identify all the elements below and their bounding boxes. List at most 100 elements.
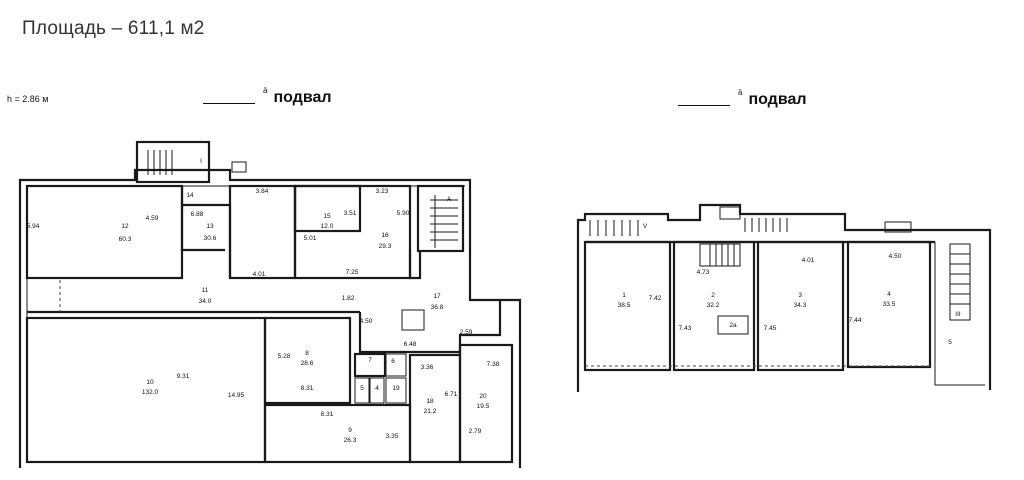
small-label: I xyxy=(200,158,202,165)
room-8-wall xyxy=(263,316,352,405)
small-label: 5 xyxy=(948,339,952,346)
stair-iii-steps xyxy=(950,253,970,305)
room-area: 19.5 xyxy=(477,403,490,410)
room-area: 33.5 xyxy=(883,301,896,308)
room-number: 4 xyxy=(887,291,891,298)
stair-a-steps xyxy=(430,195,458,248)
dimension: 6.71 xyxy=(445,391,458,398)
title-underline xyxy=(203,103,255,104)
room-area: 32.2 xyxy=(707,302,720,309)
small-label: 14 xyxy=(186,192,194,199)
room-14-wall xyxy=(180,186,225,252)
dimension: 7.38 xyxy=(487,361,500,368)
room-13-box xyxy=(228,184,297,280)
dimension: 7.42 xyxy=(649,295,662,302)
plan-mark: ä xyxy=(738,88,743,97)
small-label: 7 xyxy=(368,357,372,364)
small-label: 6 xyxy=(391,358,395,365)
dimension: 4.73 xyxy=(697,269,710,276)
top-stair-steps xyxy=(744,218,788,232)
room-area: 34.0 xyxy=(199,298,212,305)
stair-2-steps xyxy=(709,244,735,266)
left-room-labels: 12 60.3 13 30.6 15 12.0 16 29.3 11 34.0 … xyxy=(27,158,500,444)
dimension: 4.50 xyxy=(360,318,373,325)
room-area: 21.2 xyxy=(424,408,437,415)
ceiling-height-note: h = 2.86 м xyxy=(7,94,49,104)
small-label: 4 xyxy=(375,385,379,392)
dimension: 1.82 xyxy=(342,295,355,302)
room-number: 9 xyxy=(348,427,352,434)
room-area: 34.3 xyxy=(794,302,807,309)
dimension: 9.31 xyxy=(177,373,190,380)
dimension: 7.45 xyxy=(764,325,777,332)
room-17-top xyxy=(408,250,422,280)
small-label: V xyxy=(643,223,648,230)
stair-a-wall xyxy=(416,184,465,253)
outer-wall xyxy=(18,168,522,468)
room-17-wall xyxy=(358,300,502,354)
room-area: 28.6 xyxy=(301,360,314,367)
dimension: 2.59 xyxy=(460,329,473,336)
room-area: 29.3 xyxy=(379,243,392,250)
room-area: 38.5 xyxy=(618,302,631,309)
room-number: 11 xyxy=(202,287,209,294)
shaft-box xyxy=(717,315,749,335)
dimension: 8.31 xyxy=(301,385,314,392)
room-number: 8 xyxy=(305,350,309,357)
room-number: 2 xyxy=(711,292,715,299)
left-floor-plan xyxy=(18,140,522,468)
stair-i-wall xyxy=(135,140,211,184)
small-label: 19 xyxy=(392,385,400,392)
room-area: 26.3 xyxy=(344,437,357,444)
dimension: 4.59 xyxy=(146,215,159,222)
room-number: 20 xyxy=(479,393,487,400)
stair-2-box xyxy=(699,243,741,267)
room-area: 132.0 xyxy=(142,389,159,396)
small-label: 5 xyxy=(360,385,364,392)
dimension: 14.95 xyxy=(228,392,245,399)
room-area: 60.3 xyxy=(119,236,132,243)
dimension: 5.01 xyxy=(304,235,317,242)
right-room-labels: 1 38.5 2 32.2 3 34.3 4 33.5 V III 5 2a 4… xyxy=(618,223,961,346)
outer-wall xyxy=(576,203,992,392)
room-2-wall xyxy=(672,240,756,372)
room-20-wall xyxy=(458,343,514,464)
room-number: 15 xyxy=(323,213,331,220)
room-4-wall xyxy=(846,240,932,369)
room-area: 30.6 xyxy=(204,235,217,242)
dimension: 6.48 xyxy=(404,341,417,348)
page-title: Площадь – 611,1 м2 xyxy=(22,18,205,39)
right-floor-plan xyxy=(576,203,992,392)
room-19-wall xyxy=(385,377,407,404)
room-4-wall xyxy=(369,377,385,404)
left-plan-title-text: подвал xyxy=(273,89,332,106)
room-12-wall xyxy=(25,184,184,280)
dimension: 5.28 xyxy=(278,353,291,360)
room-7-wall xyxy=(353,352,387,378)
room-3-wall xyxy=(756,240,845,372)
room-area: 12.0 xyxy=(321,223,334,230)
dimension: 3.84 xyxy=(256,188,269,195)
top-box xyxy=(719,206,741,220)
dimension: 3.36 xyxy=(421,364,434,371)
right-plan-title-text: подвал xyxy=(748,91,807,108)
room-number: 12 xyxy=(121,223,129,230)
title-underline xyxy=(678,105,730,106)
dimension: 7.25 xyxy=(346,269,359,276)
room-number: 1 xyxy=(622,292,626,299)
stair-iii-box xyxy=(949,243,971,321)
room-number: 16 xyxy=(381,232,389,239)
dimension: 6.88 xyxy=(191,211,204,218)
room-1-wall xyxy=(583,240,672,372)
dimension: 5.90 xyxy=(397,210,410,217)
room-number: 17 xyxy=(433,293,441,300)
room-number: 10 xyxy=(146,379,154,386)
dimension: 3.23 xyxy=(376,188,389,195)
room-5-wall xyxy=(354,377,370,404)
small-label: 2a xyxy=(729,322,737,329)
room-number: 13 xyxy=(206,223,214,230)
dimension: 8.31 xyxy=(321,411,334,418)
dimension: 4.01 xyxy=(802,257,815,264)
